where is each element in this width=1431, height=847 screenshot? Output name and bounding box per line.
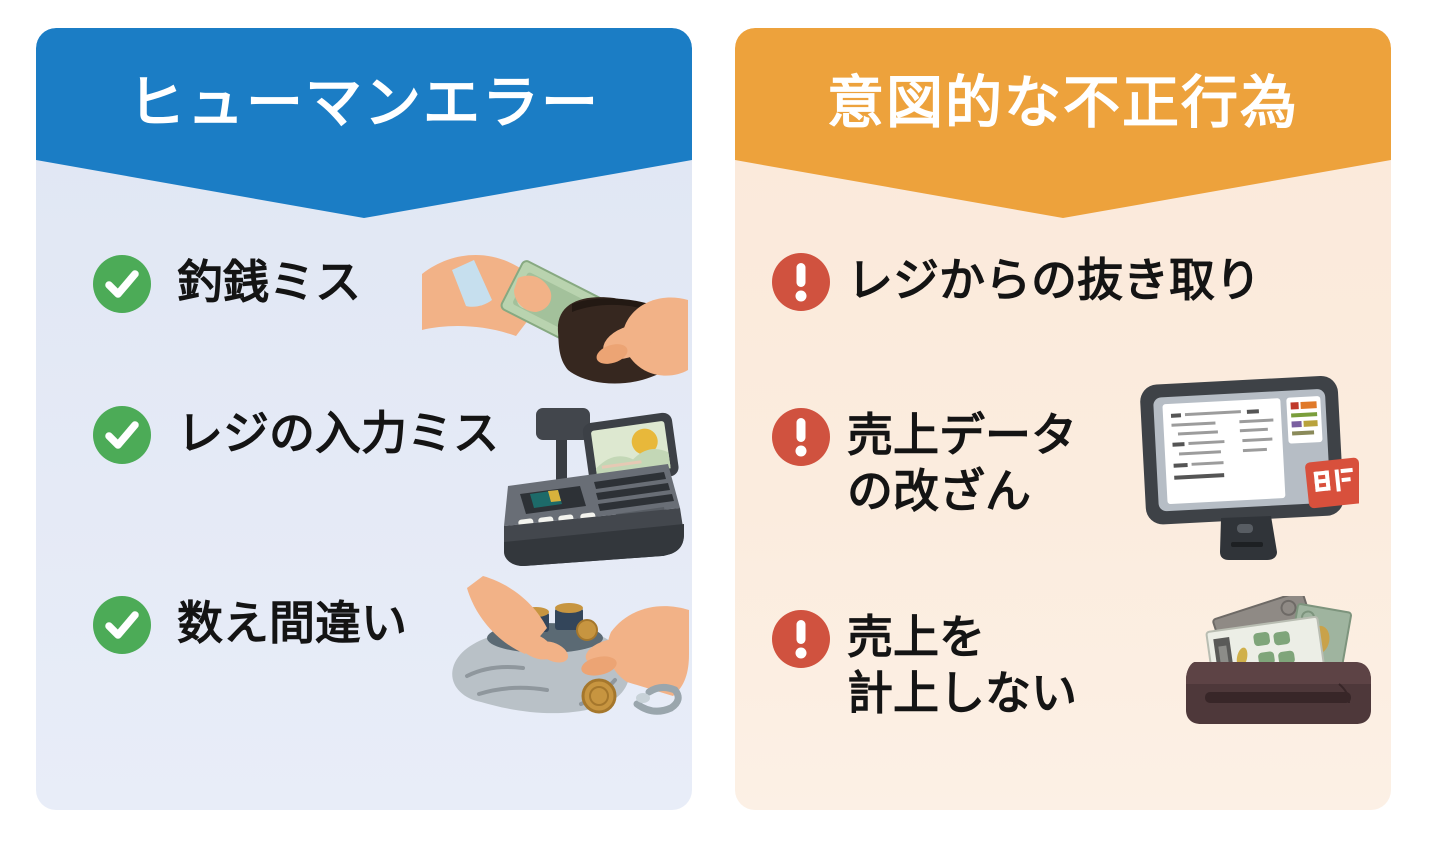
exclamation-icon xyxy=(772,253,830,311)
cash-drawer-with-banknotes-illustration xyxy=(1186,596,1371,724)
check-icon xyxy=(93,406,151,464)
item-label: レジからの抜き取り xyxy=(847,254,1261,306)
list-item-unrecorded-sales: 売上を 計上しない xyxy=(772,610,1077,721)
item-label: 売上を 計上しない xyxy=(847,611,1077,719)
check-icon xyxy=(93,596,151,654)
item-label: 数え間違い xyxy=(177,597,407,649)
list-item-sales-data-tampering: 売上データ の改ざん xyxy=(772,408,1077,519)
item-label: レジの入力ミス xyxy=(177,407,499,459)
panel-intentional-fraud: 意図的な不正行為 レジからの抜き取り xyxy=(735,28,1391,810)
panel-header-intentional-fraud: 意図的な不正行為 xyxy=(735,28,1391,218)
item-label: 売上データ の改ざん xyxy=(847,409,1077,517)
panel-human-error: ヒューマンエラー 釣銭ミス xyxy=(36,28,692,810)
list-item-counting-mistake: 数え間違い xyxy=(93,596,407,654)
pos-terminal-with-red-tag-illustration xyxy=(1140,375,1359,560)
item-label: 釣銭ミス xyxy=(177,256,361,308)
list-item-register-input-mistake: レジの入力ミス xyxy=(93,406,499,464)
cash-register-illustration xyxy=(504,408,684,566)
hands-exchanging-money-illustration xyxy=(422,255,688,384)
exclamation-icon xyxy=(772,610,830,668)
list-item-register-skimming: レジからの抜き取り xyxy=(772,253,1261,311)
exclamation-icon xyxy=(772,408,830,466)
panel-title-human-error: ヒューマンエラー xyxy=(128,71,600,135)
panel-header-human-error: ヒューマンエラー xyxy=(36,28,692,218)
check-icon xyxy=(93,255,151,313)
list-item-change-mistake: 釣銭ミス xyxy=(93,255,361,313)
hands-counting-coins-from-bag-illustration xyxy=(452,576,689,715)
panel-title-intentional-fraud: 意図的な不正行為 xyxy=(827,71,1299,135)
